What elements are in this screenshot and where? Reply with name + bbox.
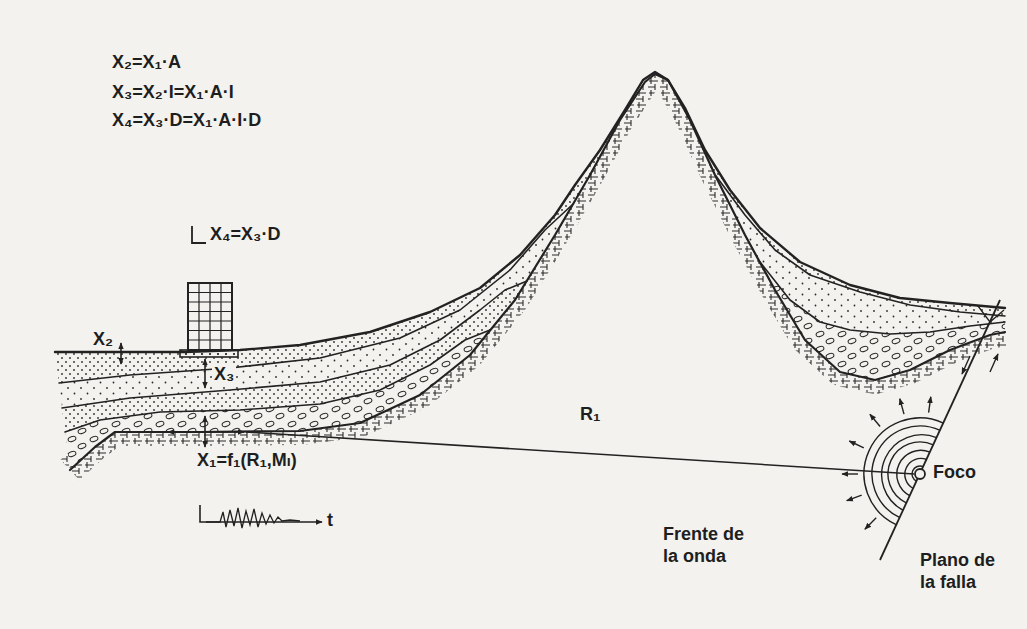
time-axis-label: t [327,510,333,532]
layer-lines [55,72,1005,470]
seismogram-trace [206,508,300,528]
layer-boundary [760,262,1005,334]
amplitude-label: X₁=f₁(R₁,Mₗ) [197,450,297,472]
building-windows [188,283,232,350]
seismogram [200,505,322,528]
wave-arrows [842,397,931,529]
layer-boundary [65,330,490,432]
formula-text: X₃=X₂·I=X₁·A·I [112,82,234,104]
amplitude-label: X₃ [212,364,236,386]
x1-arrow [168,431,244,433]
layer-boundary [716,176,1005,316]
wavefront-label: Frente de la onda [663,524,763,567]
wave-fronts [864,418,943,525]
focus-point [915,469,925,479]
wave-front [905,458,927,488]
response-label: X₄=X₃·D [210,224,280,246]
wave-arrow [865,518,876,529]
ground-surface [55,72,1005,352]
slip-arrow [990,354,998,372]
x3-arrow [204,359,206,388]
distance-label: R₁ [580,404,600,426]
wave-front [872,426,940,518]
ray-line [246,432,914,474]
wave-arrow [849,441,864,448]
formula-text: X₂=X₁·A [112,52,181,74]
focus-label: Foco [933,462,976,484]
amplitude-label: X₂ [93,329,113,351]
wave-arrow [842,473,858,474]
seismogram-axis [200,505,322,522]
layer-boundary [62,281,527,408]
amplitude-arrows [121,343,244,447]
foundation-slab [180,350,238,357]
wave-arrow [929,397,931,413]
wave-arrow [847,495,862,501]
building-body [188,283,232,350]
wave-arrow [900,399,904,414]
wave-front [888,442,933,503]
wave-front [882,435,937,511]
sky-fill [0,0,1027,352]
building [180,283,238,357]
fault [880,300,1004,560]
x2-arrow [120,343,122,364]
wave-arrow [870,414,880,426]
formula-text: X₄=X₃·D=X₁·A·I·D [112,110,261,132]
wave-front [864,418,943,525]
layer-boundary [59,205,572,383]
response-symbol [192,226,206,243]
fault-plane-label: Plano de la falla [920,550,1015,593]
fault-scarp [978,306,1004,322]
wave-front [897,450,930,495]
slip-arrow [962,356,970,374]
